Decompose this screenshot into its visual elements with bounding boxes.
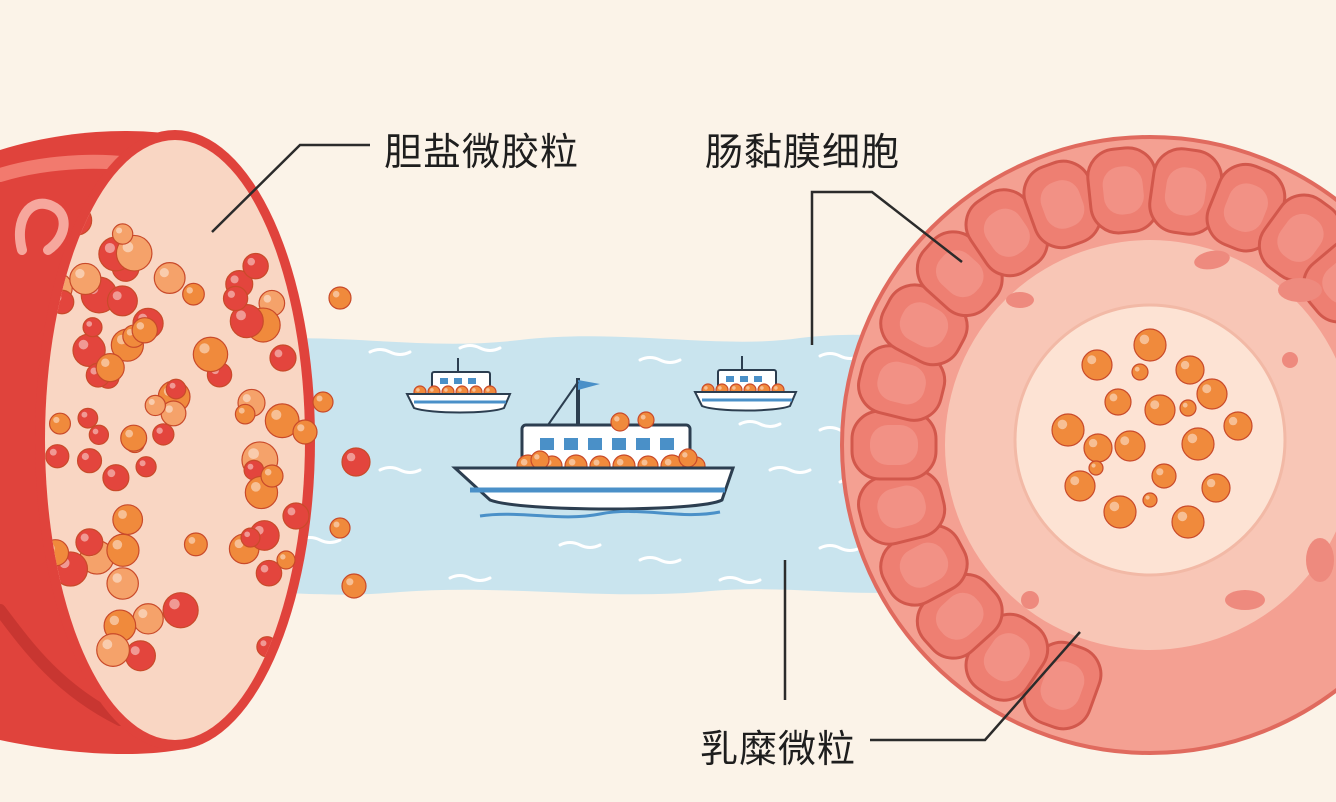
lipid-droplet-icon — [112, 504, 144, 536]
lipid-droplet-icon — [1223, 411, 1253, 441]
lipid-droplet-icon — [1131, 363, 1149, 381]
lipid-droplet-icon — [1171, 505, 1205, 539]
lipid-droplet-icon — [264, 403, 300, 439]
lipid-droplet-icon — [222, 285, 249, 312]
lipid-droplet-icon — [183, 532, 208, 557]
boat-icon-left — [405, 358, 512, 414]
lipid-droplet-icon — [610, 412, 630, 432]
lipid-droplet-icon — [1144, 394, 1176, 426]
lipid-droplet-icon — [88, 424, 110, 446]
leader-line-mucosa-cell — [810, 190, 963, 345]
chylomicron-droplets — [1051, 328, 1253, 539]
cell-core — [1013, 303, 1287, 577]
villus — [1302, 237, 1336, 324]
lipid-droplet-icon — [276, 550, 296, 570]
lipid-droplet-icon — [192, 336, 229, 373]
lipid-droplet-icon — [153, 262, 186, 295]
lipid-droplet-icon — [124, 640, 156, 672]
lipid-droplet-icon — [96, 633, 130, 667]
intestinal-cell-icon — [840, 135, 1336, 755]
flowing-lipid-droplets — [260, 286, 371, 599]
lipid-droplet-icon — [1201, 473, 1231, 503]
lipid-droplet-icon — [75, 528, 104, 557]
lipid-droplet-icon — [182, 282, 205, 306]
lipid-droplet-icon — [1103, 495, 1137, 529]
leader-line-bile-salt — [211, 143, 370, 233]
lipid-droplet-icon — [1051, 413, 1085, 447]
lymph-vessel-icon — [0, 130, 315, 755]
lipid-droplet-icon — [77, 407, 99, 429]
lipid-droplet-icon — [329, 517, 351, 539]
lipid-droplet-icon — [269, 344, 297, 372]
lipid-droplet-icon — [229, 304, 264, 339]
lipid-droplet-icon — [69, 262, 102, 296]
lipid-droplet-icon — [1081, 349, 1113, 381]
lipid-droplet-icon — [120, 424, 148, 452]
lipid-droplet-icon — [292, 419, 318, 445]
villus — [879, 523, 969, 607]
lipid-droplet-icon — [106, 285, 138, 317]
leader-line-chylomicron-cell — [870, 631, 1081, 742]
lipid-droplet-icon — [1064, 470, 1096, 502]
lipid-droplet-icon — [76, 448, 103, 474]
lipid-droplet-icon — [111, 223, 134, 245]
lipid-droplet-icon — [95, 353, 125, 383]
lipid-droplet-icon — [165, 378, 187, 400]
villus — [857, 468, 947, 546]
lipid-droplet-icon — [234, 403, 256, 425]
lipid-droplet-icon — [106, 533, 140, 567]
lipid-droplet-icon — [312, 391, 334, 413]
lipid-droplet-icon — [1104, 388, 1132, 416]
lipid-droplet-icon — [530, 450, 550, 470]
lipid-droplet-icon — [1083, 433, 1113, 463]
lipid-droplet-icon — [162, 592, 199, 629]
villus — [1086, 146, 1161, 235]
lipid-droplet-icon — [152, 423, 175, 446]
lipid-droplet-icon — [242, 252, 269, 280]
lipid-droplet-icon — [144, 394, 166, 417]
lipid-droplet-icon — [243, 459, 265, 481]
cell-organelles — [1006, 250, 1334, 610]
boat-icon-large — [451, 378, 736, 519]
villus — [857, 344, 947, 422]
lipid-droplet-icon — [132, 603, 164, 635]
lipid-droplet-icon — [106, 567, 139, 600]
lipid-droplet-icon — [260, 464, 284, 488]
lipid-droplet-icon — [48, 412, 72, 435]
lipid-droplet-icon — [102, 464, 130, 492]
lipid-droplet-icon — [1181, 427, 1215, 461]
lipid-droplet-icon — [131, 317, 158, 344]
villus — [850, 409, 938, 481]
lipid-droplet-icon — [1179, 399, 1197, 417]
lipid-droplet-icon — [1175, 355, 1205, 385]
lipid-droplet-icon — [1151, 463, 1177, 489]
lipid-droplet-icon — [637, 411, 655, 429]
lipid-droplet-icon — [1142, 492, 1158, 508]
lipid-droplet-icon — [1114, 430, 1146, 462]
cell-villi — [850, 146, 1336, 731]
lipid-droplet-icon — [341, 573, 367, 599]
lipid-droplet-icon — [1088, 460, 1104, 476]
lipid-droplet-icon — [1196, 378, 1228, 410]
villus — [1022, 159, 1103, 250]
lipid-droplet-icon — [82, 317, 103, 338]
villus — [1148, 147, 1224, 236]
lipid-droplet-icon — [282, 502, 310, 530]
boat-icon-right — [693, 356, 798, 412]
lipid-droplet-icon — [45, 444, 70, 469]
lipid-droplet-icon — [240, 527, 261, 548]
lipid-droplet-icon — [678, 448, 698, 468]
label-intestinal-mucosa-cell: 肠黏膜细胞 — [705, 130, 901, 174]
lipid-droplet-icon — [328, 286, 352, 310]
lipid-droplet-icon — [341, 447, 371, 477]
lipid-droplet-icon — [255, 559, 283, 587]
lipid-droplet-icon — [135, 456, 157, 478]
leader-lines — [211, 143, 1081, 742]
label-chylomicron: 乳糜微粒 — [700, 727, 857, 771]
label-bile-salt-micelle: 胆盐微胶粒 — [384, 130, 580, 174]
lipid-droplet-icon — [1133, 328, 1167, 362]
